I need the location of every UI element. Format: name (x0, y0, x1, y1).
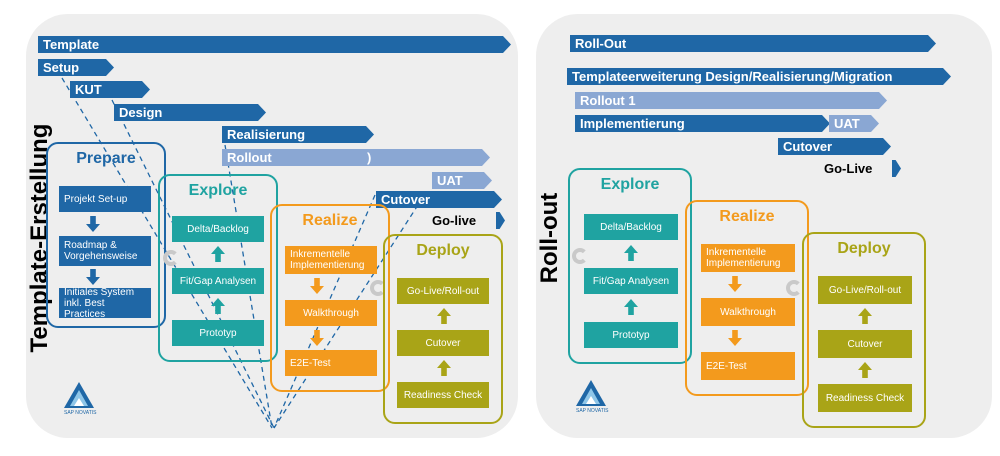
cycle-icon (572, 248, 588, 264)
golive-chevron-icon (892, 160, 901, 177)
logo-text: SAP NOVATIS (576, 408, 609, 414)
sap-novatis-logo-icon (64, 382, 94, 408)
cycle-icon (163, 250, 179, 266)
right-section-title: Roll-out (536, 192, 563, 284)
bar-realisierung: Realisierung (222, 126, 374, 143)
bar-cutover: Cutover (376, 191, 502, 208)
realize-step-e2e: E2E-Test (285, 350, 377, 376)
logo-text: SAP NOVATIS (64, 410, 97, 416)
realize-right-step-walkthrough: Walkthrough (701, 298, 795, 326)
bar-uat-right: UAT (829, 115, 879, 132)
cycle-icon (370, 280, 386, 296)
realize-step-incr: Inkrementelle Implementierung (285, 246, 377, 274)
realize-right-step-incr: Inkrementelle Implementierung (701, 244, 795, 272)
deploy-right-step-golive: Go-Live/Roll-out (818, 276, 912, 304)
phase-realize-right-title: Realize (719, 208, 775, 225)
phase-prepare-title: Prepare (76, 150, 136, 167)
phase-deploy-right: Deploy (802, 232, 926, 428)
phase-deploy: Deploy (383, 234, 503, 424)
bar-rollout: Rollout (222, 149, 490, 166)
prepare-step-1: Projekt Set-up (59, 186, 151, 212)
phase-explore-right: Explore (568, 168, 692, 364)
bar-template: Template (38, 36, 511, 53)
realize-right-step-e2e: E2E-Test (701, 352, 795, 380)
sap-novatis-logo-icon (576, 380, 606, 406)
deploy-step-cutover: Cutover (397, 330, 489, 356)
explore-right-step-prototyp: Prototyp (584, 322, 678, 348)
deploy-step-readiness: Readiness Check (397, 382, 489, 408)
phase-explore-title: Explore (188, 182, 248, 199)
deploy-right-step-cutover: Cutover (818, 330, 912, 358)
bar-rollout-bracket: ) (367, 150, 372, 165)
cycle-icon (786, 280, 802, 296)
phase-deploy-title: Deploy (416, 242, 470, 259)
deploy-right-step-readiness: Readiness Check (818, 384, 912, 412)
prepare-step-2: Roadmap & Vorgehensweise (59, 236, 151, 266)
phase-realize: Realize (270, 204, 390, 392)
golive-chevron-icon (496, 212, 505, 229)
bar-cutover-right: Cutover (778, 138, 891, 155)
explore-right-step-delta: Delta/Backlog (584, 214, 678, 240)
label-golive: Go-live (432, 213, 477, 228)
phase-explore: Explore (158, 174, 278, 362)
phase-realize-right: Realize (685, 200, 809, 396)
explore-right-step-fitgap: Fit/Gap Analysen (584, 268, 678, 294)
deploy-step-golive: Go-Live/Roll-out (397, 278, 489, 304)
explore-step-fitgap: Fit/Gap Analysen (172, 268, 264, 294)
label-golive-right: Go-Live (824, 161, 873, 176)
explore-step-delta: Delta/Backlog (172, 216, 264, 242)
phase-explore-right-title: Explore (600, 176, 660, 193)
bar-rollout-1: Rollout 1 (575, 92, 887, 109)
realize-step-walkthrough: Walkthrough (285, 300, 377, 326)
bar-roll-out: Roll-Out (570, 35, 936, 52)
phase-prepare: Prepare (46, 142, 166, 328)
bar-template-extension: Templateerweiterung Design/Realisierung/… (567, 68, 951, 85)
bar-implementierung: Implementierung (575, 115, 830, 132)
bar-uat: UAT (432, 172, 492, 189)
bar-kut: KUT (70, 81, 150, 98)
bar-design: Design (114, 104, 266, 121)
explore-step-prototyp: Prototyp (172, 320, 264, 346)
bar-setup: Setup (38, 59, 114, 76)
phase-realize-title: Realize (302, 212, 358, 229)
phase-deploy-right-title: Deploy (837, 240, 891, 257)
prepare-step-3: Initiales System inkl. Best Practices (59, 287, 151, 320)
